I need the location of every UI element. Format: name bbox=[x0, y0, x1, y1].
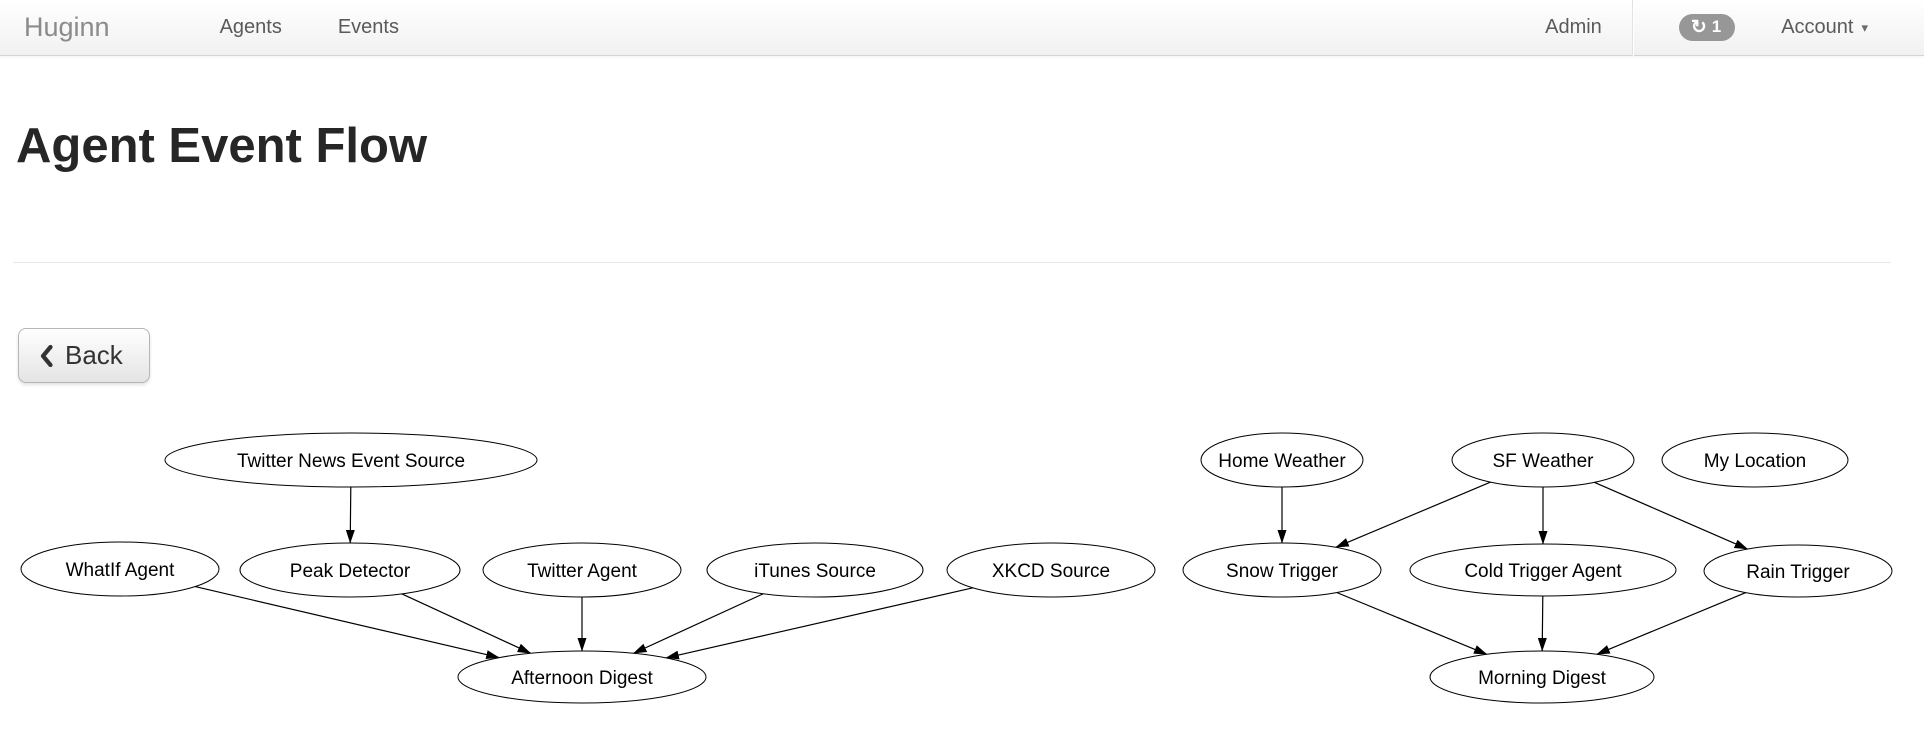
brand-huginn[interactable]: Huginn bbox=[24, 12, 110, 42]
graph-node-sf-weather: SF Weather bbox=[1451, 432, 1635, 488]
graph-node-ellipse bbox=[1409, 543, 1677, 597]
graph-node-label: Home Weather bbox=[1218, 451, 1346, 472]
graph-node-label: WhatIf Agent bbox=[66, 560, 176, 581]
graph-node-ellipse bbox=[1182, 542, 1382, 598]
graph-edge-sf-weather-to-snow-trigger bbox=[1335, 481, 1491, 548]
graph-node-peak-detector: Peak Detector bbox=[239, 542, 461, 598]
graph-node-ellipse bbox=[1703, 544, 1893, 598]
navbar-divider bbox=[1631, 0, 1633, 56]
navbar: Huginn Agents Events Admin ↻ 1 Account ▾ bbox=[0, 0, 1924, 56]
graph-node-rain-trigger: Rain Trigger bbox=[1703, 544, 1893, 598]
nav-item-account[interactable]: Account ▾ bbox=[1771, 16, 1924, 39]
graph-node-itunes-source: iTunes Source bbox=[706, 542, 924, 598]
graph-node-whatif-agent: WhatIf Agent bbox=[20, 541, 220, 597]
graph-edge-whatif-agent-to-afternoon-digest bbox=[195, 586, 500, 660]
graph-node-ellipse bbox=[946, 542, 1156, 598]
graph-node-ellipse bbox=[457, 650, 707, 704]
account-label: Account bbox=[1781, 16, 1854, 38]
graph-edge-itunes-source-to-afternoon-digest bbox=[633, 593, 764, 654]
graph-node-snow-trigger: Snow Trigger bbox=[1182, 542, 1382, 598]
graph-node-afternoon-digest: Afternoon Digest bbox=[457, 650, 707, 704]
graph-node-label: Twitter Agent bbox=[527, 561, 638, 582]
graph-node-ellipse bbox=[1200, 432, 1364, 488]
graph-node-label: Rain Trigger bbox=[1746, 562, 1850, 583]
graph-node-ellipse bbox=[482, 542, 682, 598]
graph-edge-sf-weather-to-rain-trigger bbox=[1594, 481, 1749, 550]
back-button[interactable]: Back bbox=[18, 328, 150, 383]
graph-edge-peak-detector-to-afternoon-digest bbox=[401, 593, 532, 654]
nav-item-agents[interactable]: Agents bbox=[219, 16, 282, 38]
graph-node-label: Snow Trigger bbox=[1226, 561, 1339, 582]
graph-node-label: SF Weather bbox=[1492, 451, 1594, 472]
graph-edge-rain-trigger-to-morning-digest bbox=[1596, 592, 1747, 655]
graph-node-label: Twitter News Event Source bbox=[237, 451, 465, 472]
jobs-badge-count: 1 bbox=[1711, 17, 1722, 36]
graph-node-ellipse bbox=[20, 541, 220, 597]
caret-down-icon: ▾ bbox=[1861, 19, 1868, 35]
graph-edge-xkcd-source-to-afternoon-digest bbox=[665, 587, 974, 660]
graph-edge-cold-trigger-agent-to-morning-digest bbox=[1537, 595, 1547, 652]
graph-node-label: Peak Detector bbox=[290, 561, 411, 582]
graph-node-label: iTunes Source bbox=[754, 561, 876, 582]
graph-node-ellipse bbox=[1429, 650, 1655, 704]
navbar-right: Admin ↻ 1 Account ▾ bbox=[1515, 0, 1924, 56]
graph-node-ellipse bbox=[164, 432, 538, 488]
graph-edge-twitter-news-event-source-to-peak-detector bbox=[345, 486, 355, 544]
nav-item-admin[interactable]: Admin bbox=[1545, 16, 1602, 38]
graph-node-ellipse bbox=[239, 542, 461, 598]
graph-node-ellipse bbox=[1451, 432, 1635, 488]
chevron-left-icon bbox=[39, 344, 53, 367]
graph-node-cold-trigger-agent: Cold Trigger Agent bbox=[1409, 543, 1677, 597]
graph-node-ellipse bbox=[706, 542, 924, 598]
graph-node-twitter-news-event-source: Twitter News Event Source bbox=[164, 432, 538, 488]
graph-node-label: Afternoon Digest bbox=[511, 668, 653, 689]
page-title: Agent Event Flow bbox=[16, 119, 428, 173]
graph-node-twitter-agent: Twitter Agent bbox=[482, 542, 682, 598]
graph-node-morning-digest: Morning Digest bbox=[1429, 650, 1655, 704]
nav-links: Agents Events bbox=[192, 16, 427, 39]
graph-node-label: Morning Digest bbox=[1478, 668, 1606, 689]
graph-edge-snow-trigger-to-morning-digest bbox=[1336, 591, 1488, 655]
back-button-label: Back bbox=[65, 340, 123, 370]
graph-node-xkcd-source: XKCD Source bbox=[946, 542, 1156, 598]
jobs-badge[interactable]: ↻ 1 bbox=[1678, 14, 1736, 41]
nav-item-events[interactable]: Events bbox=[337, 16, 399, 38]
graph-node-label: My Location bbox=[1704, 451, 1806, 472]
graph-node-label: XKCD Source bbox=[992, 561, 1110, 582]
title-divider bbox=[13, 262, 1891, 263]
graph-node-ellipse bbox=[1661, 432, 1849, 488]
graph-node-my-location: My Location bbox=[1661, 432, 1849, 488]
refresh-icon: ↻ bbox=[1690, 16, 1707, 38]
graph-node-label: Cold Trigger Agent bbox=[1464, 561, 1622, 582]
graph-node-home-weather: Home Weather bbox=[1200, 432, 1364, 488]
